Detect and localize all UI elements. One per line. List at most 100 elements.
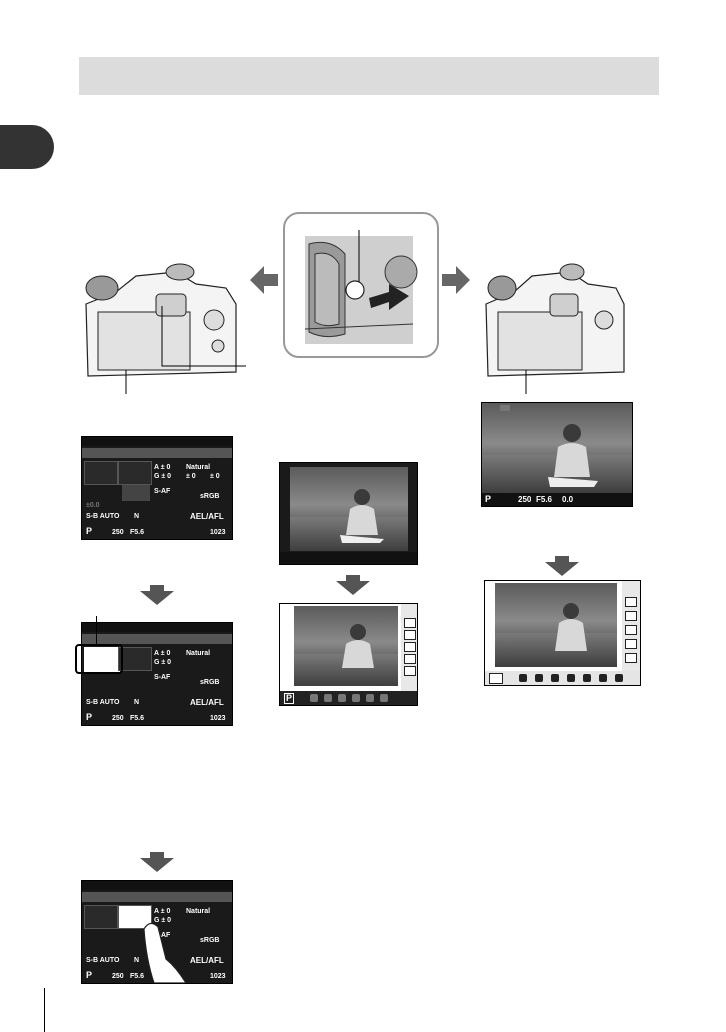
live-control-bottom-bar xyxy=(485,671,640,685)
live-view-screen xyxy=(279,462,418,565)
live-view-photo xyxy=(482,403,632,493)
scp-color-space[interactable]: sRGB xyxy=(200,493,220,500)
control-icon[interactable] xyxy=(599,674,607,682)
scp-ael[interactable]: AEL/AFL xyxy=(190,698,224,707)
live-guide-photo xyxy=(294,606,398,686)
scp-af-mode[interactable]: S-AF xyxy=(154,488,171,495)
section-header-bar xyxy=(79,57,659,95)
arrow-down-icon xyxy=(336,581,370,595)
menu-item-icon[interactable] xyxy=(404,666,416,676)
control-icon[interactable] xyxy=(352,694,360,702)
live-control-screen xyxy=(484,580,641,686)
info-shutter: 250 xyxy=(518,495,532,504)
menu-item-icon[interactable] xyxy=(404,642,416,652)
menu-item-icon[interactable] xyxy=(404,630,416,640)
scp-cell-iso[interactable] xyxy=(84,461,118,485)
scp-cell-iso[interactable] xyxy=(84,905,118,929)
control-icon[interactable] xyxy=(324,694,332,702)
scp-quality[interactable]: N xyxy=(134,699,140,706)
arrow-down-icon xyxy=(545,562,579,576)
scp-ael[interactable]: AEL/AFL xyxy=(190,512,224,521)
menu-item-icon[interactable] xyxy=(625,639,637,649)
scp-wb-g: G ± 0 xyxy=(154,473,172,480)
scp-title-bar xyxy=(82,892,232,902)
scp-flash-mode[interactable]: S-B AUTO xyxy=(86,957,120,964)
menu-item-icon[interactable] xyxy=(404,654,416,664)
scp-wb-a: A ± 0 xyxy=(154,650,171,657)
scp-ael[interactable]: AEL/AFL xyxy=(190,956,224,965)
scp-shutter: 250 xyxy=(112,715,124,722)
scp-count: 1023 xyxy=(210,973,226,980)
scp-val-1: ± 0 xyxy=(186,473,196,480)
menu-item-icon[interactable] xyxy=(625,597,637,607)
scp-quality[interactable]: N xyxy=(134,957,140,964)
scp-cell-wb[interactable] xyxy=(118,647,152,671)
control-icon[interactable] xyxy=(380,694,388,702)
scp-flash-mode[interactable]: S-B AUTO xyxy=(86,513,120,520)
menu-item-icon[interactable] xyxy=(625,625,637,635)
super-control-panel-1: A ± 0 G ± 0 Natural ± 0 ± 0 S-AF sRGB ±0… xyxy=(81,436,233,540)
scp-wb-g: G ± 0 xyxy=(154,659,172,666)
cursor-leader-line xyxy=(96,616,97,644)
scp-picture-mode[interactable]: Natural xyxy=(186,650,211,657)
menu-item-icon[interactable] xyxy=(625,611,637,621)
control-icon[interactable] xyxy=(535,674,543,682)
scp-flash-mode[interactable]: S-B AUTO xyxy=(86,699,120,706)
scp-status-bar xyxy=(82,437,232,446)
control-icon[interactable] xyxy=(567,674,575,682)
scp-quality[interactable]: N xyxy=(134,513,140,520)
scp-status-bar xyxy=(82,881,232,890)
scp-mode: P xyxy=(86,526,93,536)
page-edge-line xyxy=(44,988,45,1032)
arrow-down-icon xyxy=(140,858,174,872)
menu-item-icon[interactable] xyxy=(404,618,416,628)
scp-picture-mode[interactable]: Natural xyxy=(186,908,211,915)
scp-title-bar xyxy=(82,634,232,644)
scp-af-mode[interactable]: S-AF xyxy=(154,932,171,939)
chapter-tab xyxy=(0,125,54,169)
menu-item-icon[interactable] xyxy=(625,653,637,663)
scp-aperture: F5.6 xyxy=(130,973,145,980)
scp-mode: P xyxy=(86,970,93,980)
scp-touched-cell[interactable] xyxy=(118,905,152,929)
live-view-info-bar: P 250 F5.6 0.0 xyxy=(482,493,632,506)
scp-wb-a: A ± 0 xyxy=(154,908,171,915)
super-control-panel-2: A ± 0 G ± 0 Natural S-AF sRGB S-B AUTO N… xyxy=(81,622,233,726)
arrow-left-icon xyxy=(250,266,278,294)
live-guide-side-menu xyxy=(401,604,417,691)
live-guide-screen: P xyxy=(279,603,418,706)
scp-picture-mode[interactable]: Natural xyxy=(186,464,211,471)
arrow-down-stem xyxy=(555,556,569,562)
subject-silhouette xyxy=(342,624,374,668)
arrow-down-stem xyxy=(150,585,164,591)
scp-color-space[interactable]: sRGB xyxy=(200,937,220,944)
live-guide-bottom-bar: P xyxy=(280,691,417,705)
live-control-photo xyxy=(495,583,617,667)
control-icon[interactable] xyxy=(310,694,318,702)
control-icon[interactable] xyxy=(583,674,591,682)
scp-color-space[interactable]: sRGB xyxy=(200,679,220,686)
camera-back-left xyxy=(85,263,246,394)
live-control-mode-box[interactable] xyxy=(489,673,503,684)
arrow-down-stem xyxy=(150,852,164,858)
scp-val-2: ± 0 xyxy=(210,473,220,480)
scp-aperture: F5.6 xyxy=(130,529,145,536)
scp-title-bar xyxy=(82,448,232,458)
subject-silhouette xyxy=(548,424,598,487)
control-icon[interactable] xyxy=(519,674,527,682)
info-exposure: 0.0 xyxy=(562,495,574,504)
control-icon[interactable] xyxy=(551,674,559,682)
scp-af-target[interactable] xyxy=(122,485,150,501)
control-icon[interactable] xyxy=(366,694,374,702)
cursor-highlight xyxy=(75,644,123,674)
control-icon[interactable] xyxy=(338,694,346,702)
scp-exposure[interactable]: ±0.0 xyxy=(86,502,100,509)
scp-wb-g: G ± 0 xyxy=(154,917,172,924)
scp-cell-wb[interactable] xyxy=(118,461,152,485)
info-aperture: F5.6 xyxy=(536,495,553,504)
control-icon[interactable] xyxy=(615,674,623,682)
scp-af-mode[interactable]: S-AF xyxy=(154,674,171,681)
scp-mode: P xyxy=(86,712,93,722)
scp-wb-a: A ± 0 xyxy=(154,464,171,471)
scp-count: 1023 xyxy=(210,529,226,536)
